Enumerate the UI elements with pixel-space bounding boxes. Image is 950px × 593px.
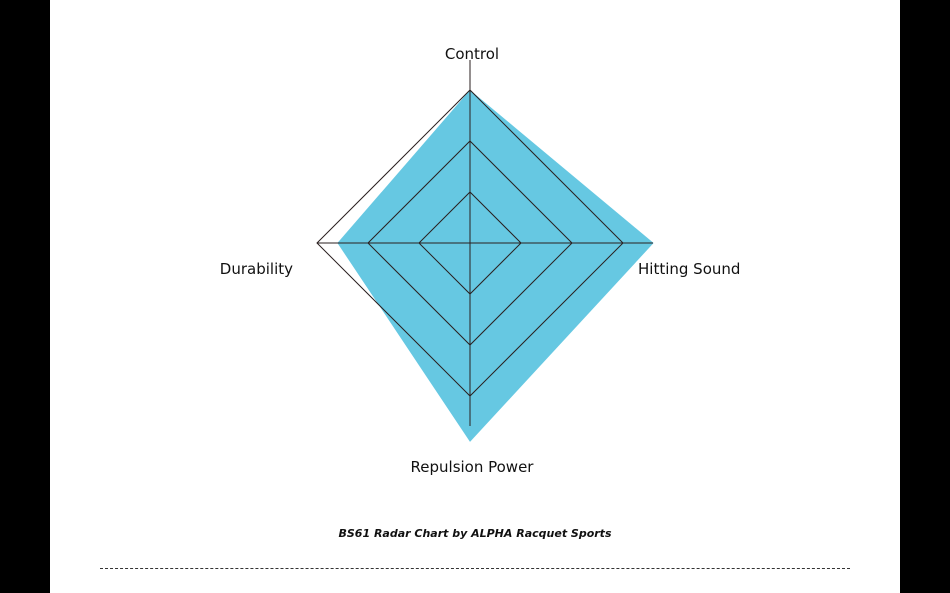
- axis-label-hitting-sound: Hitting Sound: [638, 260, 740, 278]
- axis-label-repulsion-power: Repulsion Power: [411, 458, 535, 476]
- radar-series: [337, 90, 654, 442]
- data-polygon: [337, 90, 654, 442]
- axis-label-control: Control: [445, 45, 499, 63]
- dashed-divider: [100, 568, 850, 569]
- chart-caption: BS61 Radar Chart by ALPHA Racquet Sports: [338, 527, 612, 540]
- axis-label-durability: Durability: [220, 260, 293, 278]
- radar-axes: [317, 60, 653, 426]
